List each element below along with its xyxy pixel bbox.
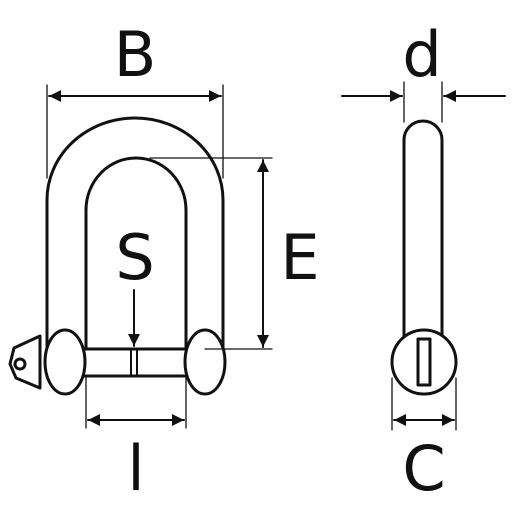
- pin-collar-right: [183, 328, 227, 396]
- label-c: C: [402, 432, 445, 505]
- label-e: E: [280, 221, 319, 294]
- label-b: B: [114, 18, 157, 91]
- side-pin-slot: [416, 337, 432, 387]
- label-d: d: [402, 18, 441, 91]
- pin-shaft: [82, 347, 192, 378]
- side-bow: [402, 119, 444, 342]
- front-view: [8, 116, 227, 396]
- pin-eye-hole: [13, 357, 27, 371]
- dimension-lines: [46, 81, 506, 431]
- label-l: l: [127, 432, 144, 505]
- side-view: [390, 119, 458, 396]
- labels: B d S E l C: [114, 18, 446, 505]
- bow-outer: [45, 116, 225, 374]
- label-s: S: [115, 221, 154, 294]
- pin-head-left: [43, 328, 87, 396]
- bow-inner: [84, 156, 188, 350]
